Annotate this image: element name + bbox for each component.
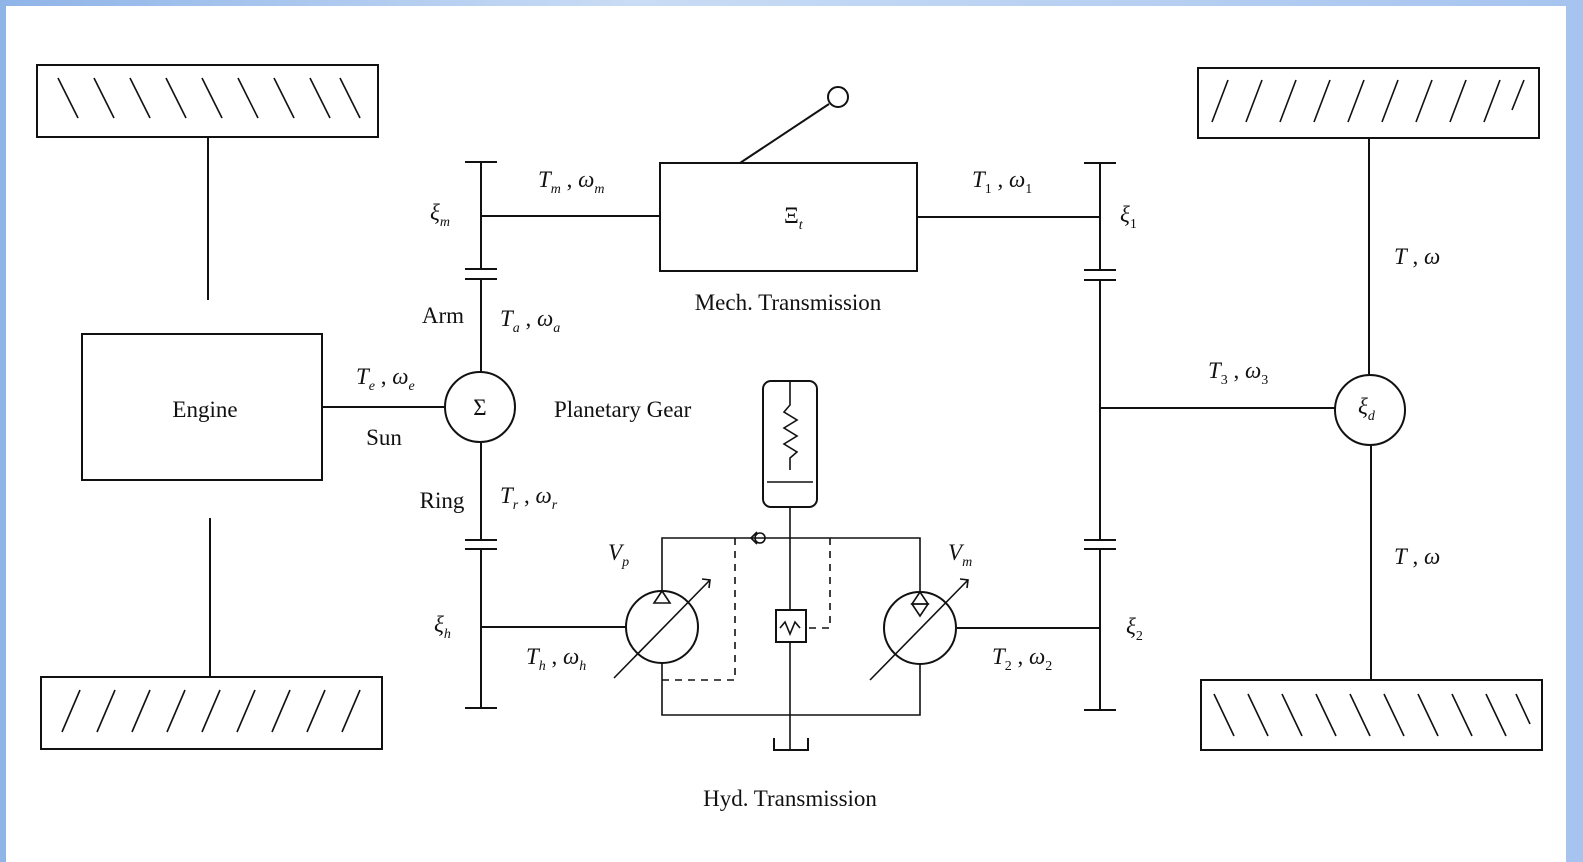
label-xi-1: ξ1 xyxy=(1120,202,1137,232)
relief-pilot-line xyxy=(808,538,831,629)
sigma-symbol: Σ xyxy=(473,395,486,420)
label-tm-wm: Tm , ωm xyxy=(538,167,605,197)
differential-symbol xyxy=(1334,374,1406,446)
label-t-w-bottom: T , ω xyxy=(1394,544,1440,569)
arm-label: Arm xyxy=(422,303,464,328)
pump-direction-triangle xyxy=(652,589,672,604)
wheel-bottom-left xyxy=(40,676,383,750)
label-xi-d: ξd xyxy=(1358,394,1376,424)
motor-triangle-bottom xyxy=(910,603,930,618)
label-xi-m: ξm xyxy=(430,200,450,230)
label-t3-w3: T3 , ω3 xyxy=(1208,358,1268,388)
label-te-we: Te , ωe xyxy=(356,364,415,394)
planetary-gear-label: Planetary Gear xyxy=(554,397,692,422)
relief-valve xyxy=(775,609,807,643)
variable-pump xyxy=(625,590,699,664)
label-th-wh: Th , ωh xyxy=(526,644,586,674)
label-vp: Vp xyxy=(608,540,629,570)
label-xi-2: ξ2 xyxy=(1126,614,1143,644)
wheel-top-left xyxy=(36,64,379,138)
label-xi-h: ξh xyxy=(434,612,451,642)
low-pressure-line xyxy=(661,663,921,716)
wheel-bottom-right xyxy=(1200,679,1543,751)
diagram-canvas: Engine Sun Σ Planetary Gear Arm Ring Ξt … xyxy=(6,6,1566,862)
shift-lever-knob[interactable] xyxy=(827,86,849,108)
motor-triangle-top xyxy=(910,590,930,605)
wheel-top-right xyxy=(1197,67,1540,139)
accumulator-spring xyxy=(782,381,799,470)
label-t2-w2: T2 , ω2 xyxy=(992,644,1052,674)
motor-variable-arrow xyxy=(869,579,969,681)
check-valve xyxy=(754,532,766,544)
pump-variable-arrow xyxy=(613,579,711,679)
label-t-w-top: T , ω xyxy=(1394,244,1440,269)
label-vm: Vm xyxy=(948,540,972,570)
xi-t-symbol: Ξt xyxy=(784,203,804,233)
label-ta-wa: Ta , ωa xyxy=(500,306,560,336)
pump-pilot-line xyxy=(662,538,736,681)
powertrain-schematic: Engine Sun Σ Planetary Gear Arm Ring Ξt … xyxy=(36,64,1543,811)
label-tr-wr: Tr , ωr xyxy=(500,483,558,513)
high-pressure-line xyxy=(661,537,921,592)
hyd-transmission-label: Hyd. Transmission xyxy=(703,786,877,811)
shift-lever[interactable] xyxy=(739,103,830,164)
ring-label: Ring xyxy=(420,488,465,513)
tank-symbol xyxy=(773,738,809,751)
engine-label: Engine xyxy=(172,397,237,422)
label-t1-w1: T1 , ω1 xyxy=(972,167,1032,197)
mech-transmission-label: Mech. Transmission xyxy=(695,290,882,315)
sun-label: Sun xyxy=(366,425,402,450)
